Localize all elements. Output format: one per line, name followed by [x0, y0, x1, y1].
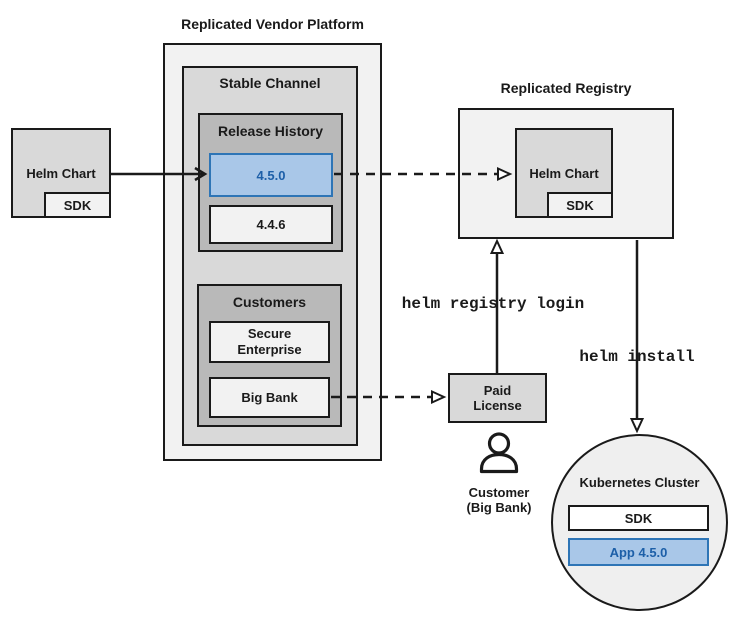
kubernetes-cluster-title: Kubernetes Cluster — [579, 475, 700, 490]
helm-install-command: helm install — [579, 348, 695, 366]
sdk-label: SDK — [624, 510, 653, 526]
stable-channel-title: Stable Channel — [219, 75, 321, 91]
registry-sdk-box: SDK — [547, 192, 613, 218]
paid-license-label: Paid License — [473, 383, 522, 413]
helm-chart-label: Helm Chart — [529, 165, 599, 181]
customer-label: Big Bank — [241, 390, 298, 405]
customer-big-bank: Big Bank — [209, 377, 330, 418]
helm-registry-login-command: helm registry login — [401, 295, 585, 313]
customers-title: Customers — [232, 294, 307, 310]
customer-caption-detail: (Big Bank) — [466, 500, 532, 515]
release-history-title: Release History — [217, 123, 324, 139]
arrow-registry-to-cluster — [629, 240, 645, 434]
customer-label: Secure Enterprise — [237, 325, 302, 357]
release-version-4-5-0: 4.5.0 — [209, 153, 333, 197]
release-version-label: 4.5.0 — [256, 167, 286, 183]
customer-secure-enterprise: Secure Enterprise — [209, 321, 330, 363]
registry-title: Replicated Registry — [500, 80, 632, 96]
paid-license-box: Paid License — [448, 373, 547, 423]
sdk-label: SDK — [566, 197, 594, 213]
vendor-platform-title: Replicated Vendor Platform — [181, 16, 364, 32]
release-version-label: 4.4.6 — [256, 217, 286, 232]
person-icon — [479, 432, 519, 474]
helm-chart-label: Helm Chart — [26, 165, 96, 181]
release-version-4-4-6: 4.4.6 — [209, 205, 333, 244]
source-sdk-box: SDK — [44, 192, 111, 218]
customer-caption-name: Customer — [468, 485, 530, 500]
kubernetes-app-box: App 4.5.0 — [568, 538, 709, 566]
kubernetes-sdk-box: SDK — [568, 505, 709, 531]
app-version-label: App 4.5.0 — [609, 544, 668, 560]
sdk-label: SDK — [63, 197, 92, 213]
